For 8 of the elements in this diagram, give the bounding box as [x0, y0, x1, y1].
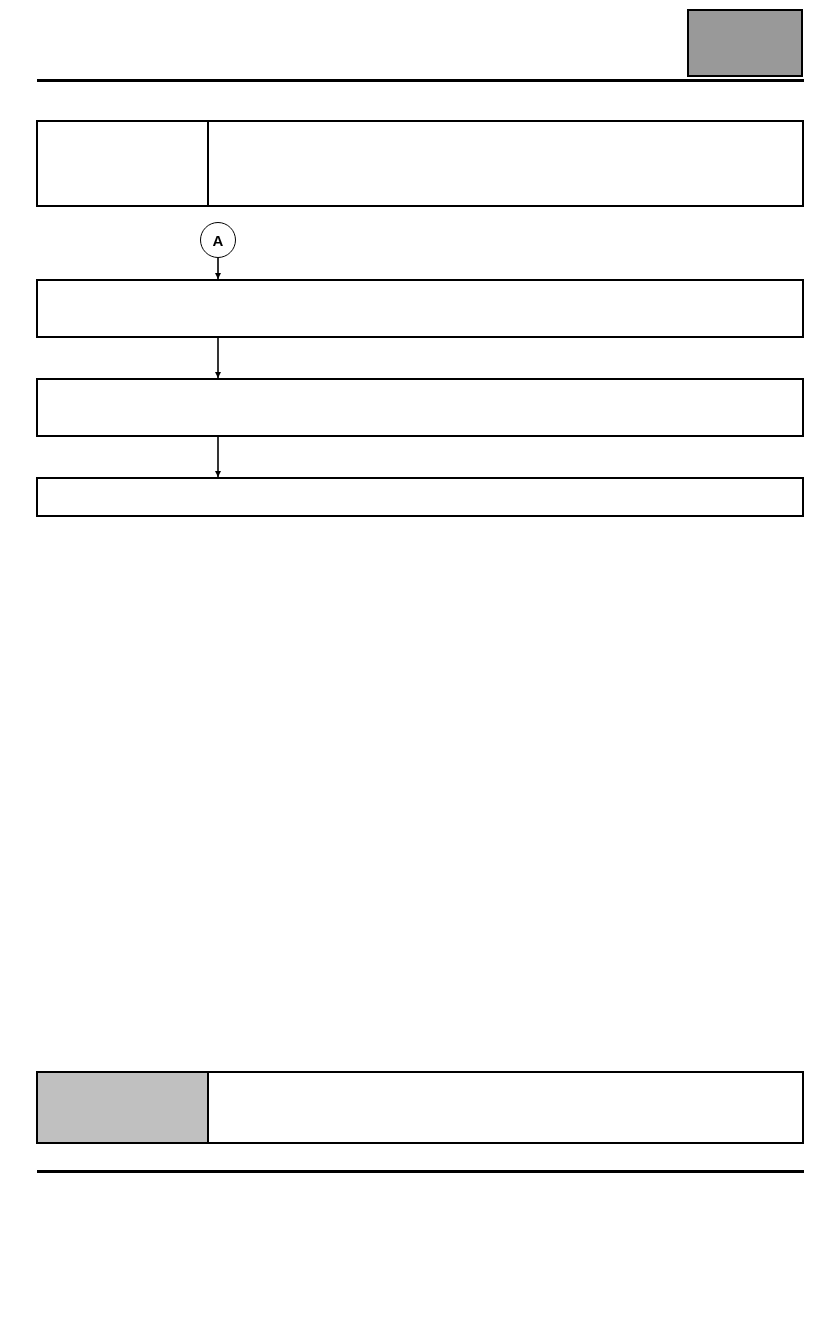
arrow [215, 337, 221, 379]
arrow [215, 257, 221, 280]
connector-letter: A [212, 231, 224, 249]
process-box [36, 279, 804, 338]
process-box [36, 378, 804, 437]
arrow [215, 436, 221, 478]
connector-circle [200, 222, 236, 258]
process-box [36, 477, 804, 517]
